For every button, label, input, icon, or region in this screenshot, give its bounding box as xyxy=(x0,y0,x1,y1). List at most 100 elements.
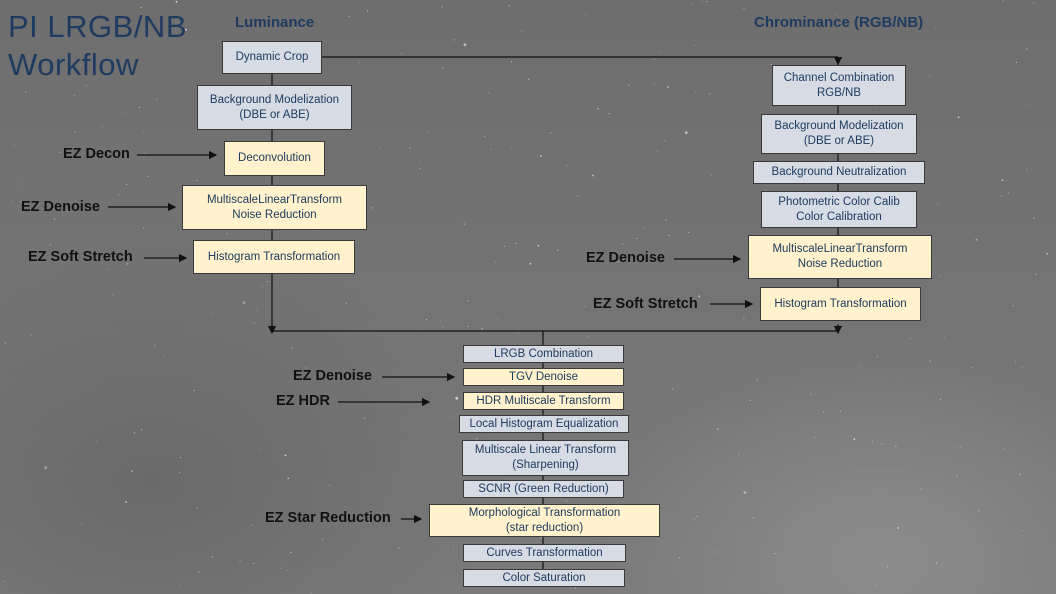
star-dot xyxy=(643,227,645,229)
star-dot xyxy=(756,379,758,381)
star-dot xyxy=(80,522,83,524)
star-dot xyxy=(118,194,120,196)
star-dot xyxy=(975,238,978,241)
star-dot xyxy=(267,281,269,283)
star-dot xyxy=(698,295,700,298)
star-dot xyxy=(490,148,492,150)
star-dot xyxy=(529,262,532,265)
star-dot xyxy=(484,136,486,138)
star-dot xyxy=(592,174,594,177)
title-line-2: Workflow xyxy=(8,47,139,82)
star-dot xyxy=(287,477,290,480)
star-dot xyxy=(133,431,136,434)
chrom-background-modelization-box: Background Modelization(DBE or ABE) xyxy=(761,114,917,154)
star-dot xyxy=(179,456,182,458)
star-dot xyxy=(54,218,56,220)
star-dot xyxy=(25,203,27,205)
star-dot xyxy=(1028,105,1030,107)
box-label: RGB/NB xyxy=(816,86,862,99)
ez-soft-stretch-lum-label: EZ Soft Stretch xyxy=(28,249,133,265)
star-dot xyxy=(310,592,312,594)
star-dot xyxy=(929,76,931,78)
star-dot xyxy=(11,201,13,203)
star-dot xyxy=(144,152,146,154)
star-dot xyxy=(452,415,454,417)
star-dot xyxy=(177,21,179,23)
box-label: (Sharpening) xyxy=(512,459,579,471)
ez-denoise-lum-label: EZ Denoise xyxy=(21,199,100,215)
star-dot xyxy=(895,445,897,447)
star-dot xyxy=(971,367,973,369)
star-dot xyxy=(575,587,577,589)
star-dot xyxy=(463,43,467,47)
star-dot xyxy=(196,507,198,509)
star-dot xyxy=(752,517,754,519)
star-dot xyxy=(1031,583,1033,585)
star-dot xyxy=(597,107,600,110)
star-dot xyxy=(628,84,630,86)
star-dot xyxy=(714,551,716,553)
star-dot xyxy=(668,234,670,237)
star-dot xyxy=(467,300,469,302)
star-dot xyxy=(3,580,5,582)
star-dot xyxy=(1035,273,1037,275)
star-dot xyxy=(140,7,142,9)
lum-deconvolution-box: Deconvolution xyxy=(224,141,325,176)
star-dot xyxy=(253,322,255,324)
star-dot xyxy=(527,78,530,81)
star-dot xyxy=(108,268,110,270)
star-dot xyxy=(664,140,666,142)
box-label: (DBE or ABE) xyxy=(803,135,875,147)
star-dot xyxy=(1019,473,1021,476)
star-dot xyxy=(163,354,165,356)
star-dot xyxy=(810,393,812,395)
box-label: MultiscaleLinearTransform xyxy=(206,193,343,206)
star-dot xyxy=(1000,195,1003,197)
luminance-header: Luminance xyxy=(235,14,315,31)
box-label: HDR Multiscale Transform xyxy=(476,394,611,407)
ez-decon-label: EZ Decon xyxy=(63,146,130,162)
star-dot xyxy=(959,446,961,448)
star-dot xyxy=(515,242,517,245)
star-dot xyxy=(363,373,365,376)
box-label: Noise Reduction xyxy=(797,258,883,270)
star-dot xyxy=(452,546,455,548)
star-dot xyxy=(329,484,331,486)
star-dot xyxy=(897,527,899,529)
star-dot xyxy=(442,326,444,328)
comb-lhe-box: Local Histogram Equalization xyxy=(459,415,629,433)
star-dot xyxy=(667,86,669,88)
star-dot xyxy=(1015,61,1017,63)
star-dot xyxy=(20,201,22,203)
star-dot xyxy=(126,263,129,265)
star-dot xyxy=(398,547,400,549)
ez-hdr-label: EZ HDR xyxy=(276,393,330,409)
star-dot xyxy=(618,261,620,263)
star-dot xyxy=(502,389,504,391)
star-dot xyxy=(743,8,745,10)
box-label: Photometric Color Calib xyxy=(778,195,900,208)
star-dot xyxy=(210,312,212,315)
star-dot xyxy=(943,337,945,339)
star-dot xyxy=(508,5,510,7)
star-dot xyxy=(154,344,156,346)
star-dot xyxy=(345,302,347,304)
star-dot xyxy=(278,140,280,142)
star-dot xyxy=(409,147,411,149)
star-dot xyxy=(156,98,158,100)
star-dot xyxy=(455,396,459,400)
ez-star-reduction-label: EZ Star Reduction xyxy=(265,510,391,526)
star-dot xyxy=(348,15,350,17)
star-dot xyxy=(488,92,490,94)
star-dot xyxy=(695,90,697,93)
star-dot xyxy=(53,208,55,210)
star-dot xyxy=(587,336,589,338)
box-label: Histogram Transformation xyxy=(774,297,907,310)
star-dot xyxy=(226,233,228,235)
star-dot xyxy=(521,30,523,32)
star-dot xyxy=(49,244,51,246)
comb-lrgb-box: LRGB Combination xyxy=(463,345,624,363)
star-dot xyxy=(896,17,898,20)
star-dot xyxy=(1033,2,1035,4)
